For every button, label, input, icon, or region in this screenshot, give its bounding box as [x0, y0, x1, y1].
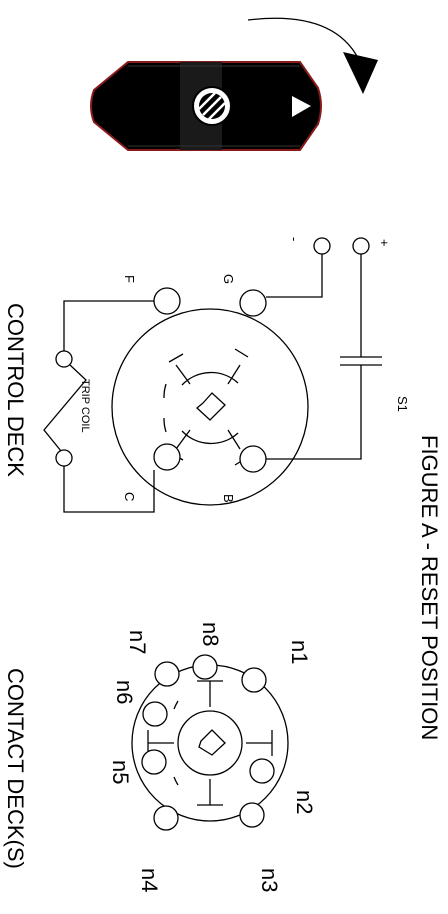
terminal-c-label: C — [122, 492, 137, 501]
terminal-n5 — [141, 749, 167, 775]
terminal-n6 — [142, 701, 168, 727]
terminal-n2-label: n2 — [292, 790, 317, 814]
terminal-b-label: B — [221, 494, 236, 503]
terminal-f — [153, 287, 181, 315]
terminal-n1-label: n1 — [287, 640, 312, 664]
contact-deck: n1 n2 n3 n4 n5 n6 n7 n8 CONTACT DECK(S) — [3, 622, 317, 892]
coil-terminal-top — [55, 350, 73, 368]
terminal-b — [239, 445, 267, 473]
capacitor-label: S1 — [395, 396, 410, 412]
terminal-f-label: F — [122, 275, 137, 283]
terminal-n2 — [249, 758, 275, 784]
handle-knob-icon — [90, 61, 322, 151]
cam-ring — [181, 371, 239, 386]
terminal-n3 — [239, 802, 265, 828]
terminal-n7 — [154, 661, 180, 687]
supply-minus-terminal — [313, 237, 331, 255]
terminal-n5-label: n5 — [108, 760, 133, 784]
coil-terminal-bottom — [55, 449, 73, 467]
control-deck: F G C B - + S1 TRIP COIL CONTROL DECK — [3, 237, 410, 513]
supply-plus-terminal — [352, 237, 370, 255]
terminal-n1 — [241, 667, 267, 693]
terminal-n7-label: n7 — [125, 630, 150, 654]
terminal-n4 — [153, 805, 179, 831]
terminal-g-label: G — [221, 274, 236, 284]
terminal-n8-label: n8 — [198, 622, 223, 646]
terminal-n6-label: n6 — [112, 680, 137, 704]
supply-plus-label: + — [377, 239, 392, 247]
contact-deck-caption: CONTACT DECK(S) — [3, 668, 28, 869]
figure-title: FIGURE A - RESET POSITION — [417, 435, 442, 740]
cam-icon — [196, 392, 226, 421]
supply-minus-label: - — [287, 237, 302, 241]
trip-coil-icon — [43, 364, 87, 452]
terminal-n3-label: n3 — [257, 868, 282, 892]
terminal-c — [153, 443, 181, 471]
trip-coil-label: TRIP COIL — [79, 379, 91, 433]
control-deck-caption: CONTROL DECK — [3, 303, 28, 477]
cam-icon — [198, 729, 226, 756]
terminal-n8 — [192, 654, 218, 680]
terminal-n4-label: n4 — [137, 868, 162, 892]
terminal-g — [239, 289, 267, 317]
rotation-arrow-icon — [247, 17, 378, 94]
